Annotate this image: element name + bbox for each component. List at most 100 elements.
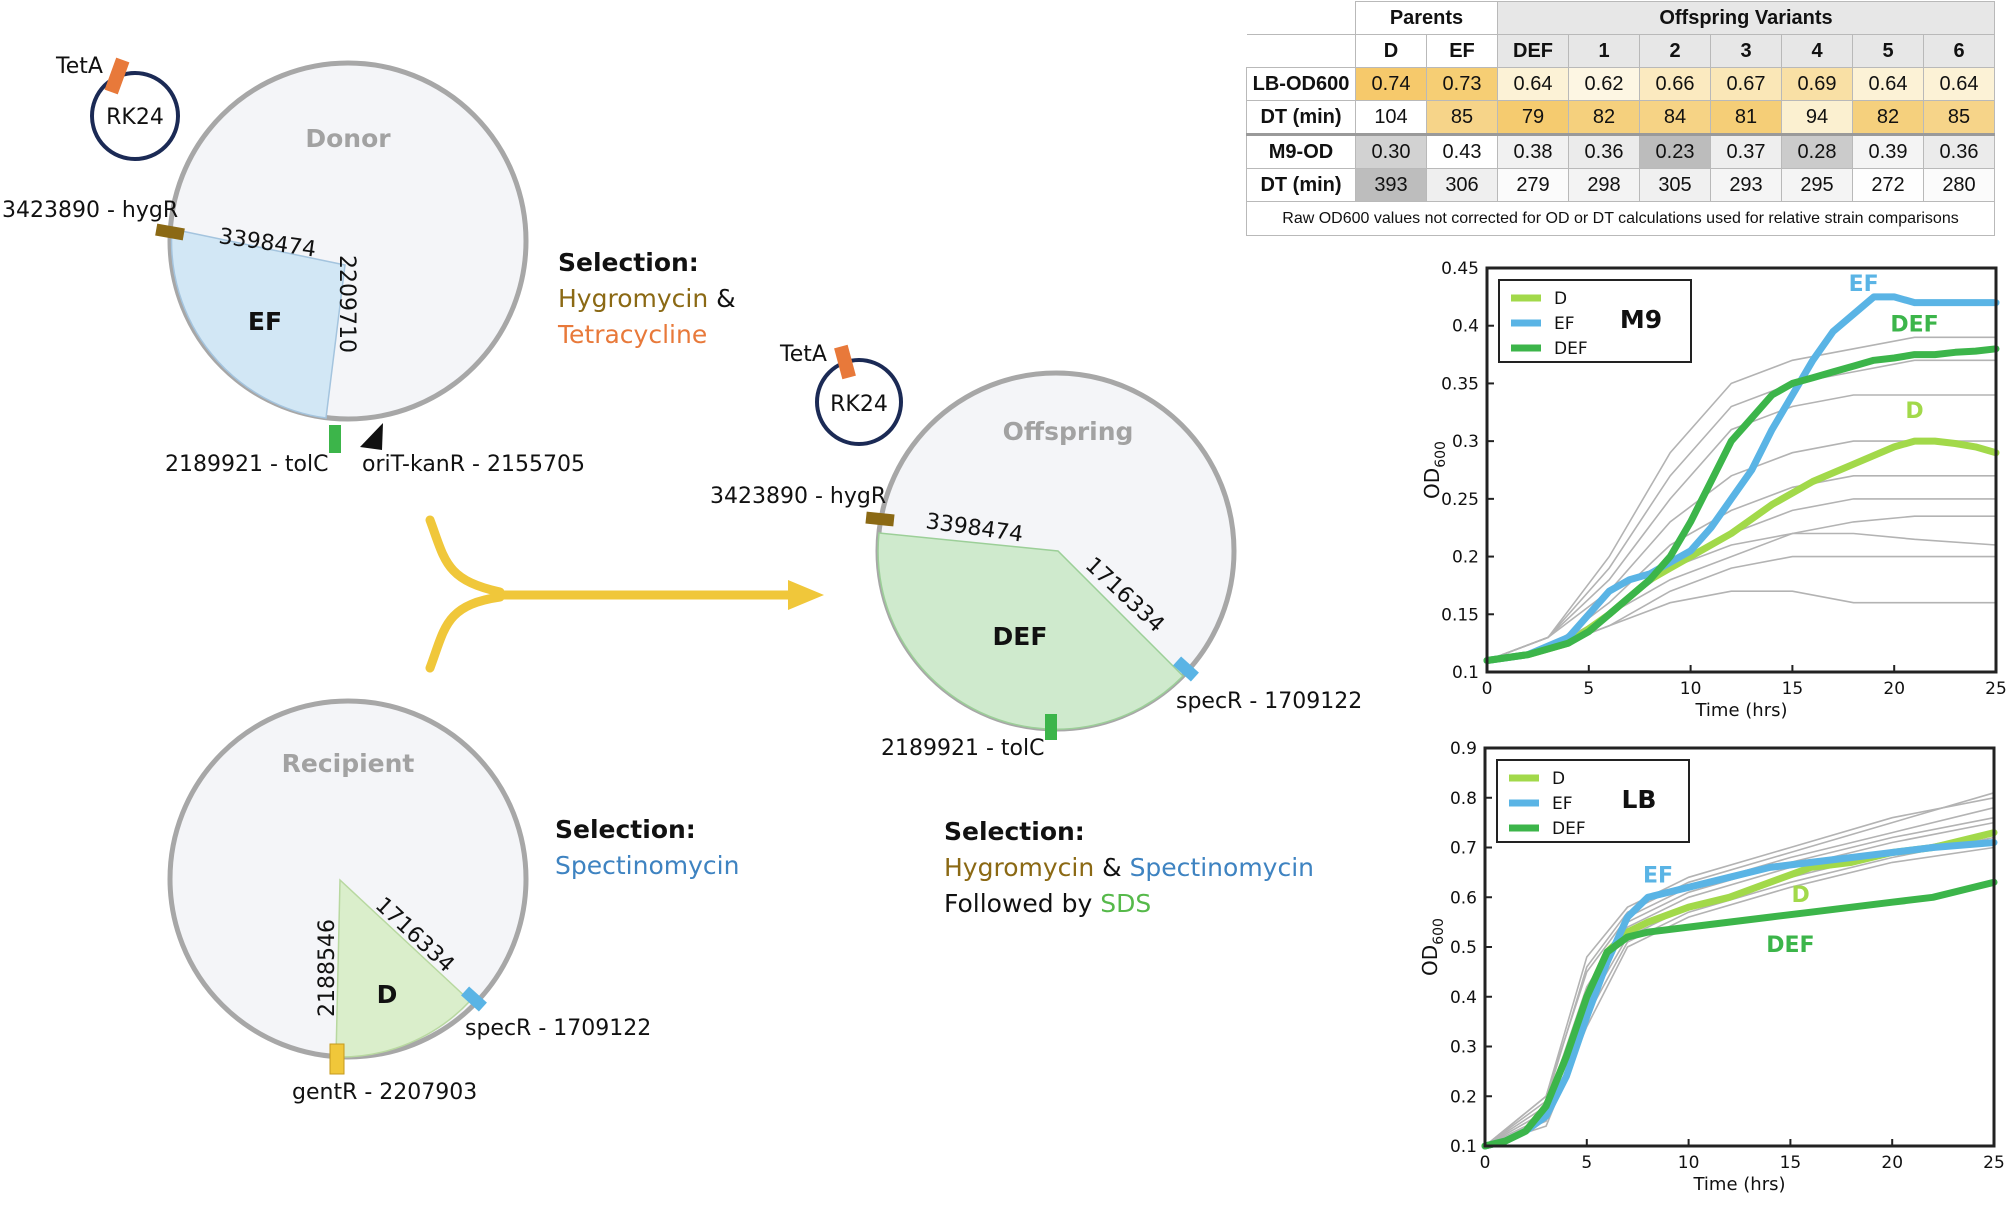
lb-legend-entry: EF xyxy=(1552,794,1573,814)
m9-series-line-d xyxy=(1483,437,2000,664)
table-col-header: 2 xyxy=(1639,34,1711,68)
offspring-tolc-marker xyxy=(1045,714,1057,740)
m9-y-tick-label: 0.2 xyxy=(1452,548,1479,568)
table-cell: 81 xyxy=(1710,100,1782,135)
table-cell: 0.64 xyxy=(1923,67,1995,101)
donor-hygr-label: 3423890 - hygR xyxy=(2,198,178,223)
m9-x-tick-label: 5 xyxy=(1583,679,1594,699)
table-col-header: 6 xyxy=(1923,34,1995,68)
table-cell: 0.28 xyxy=(1781,133,1853,169)
lb-y-tick-label: 0.2 xyxy=(1450,1087,1477,1107)
lb-legend-entry: D xyxy=(1552,769,1565,789)
lb-series-label-def: DEF xyxy=(1766,933,1814,958)
table-group-parents: Parents xyxy=(1355,1,1498,35)
lb-x-tick-label: 15 xyxy=(1780,1153,1802,1173)
offspring-teta-label: TetA xyxy=(779,342,827,367)
donor-selection-title: Selection: xyxy=(558,248,699,277)
m9-y-tick-label: 0.3 xyxy=(1452,432,1479,452)
m9-series-line-def xyxy=(1483,345,2000,664)
recipient-gentr-label: gentR - 2207903 xyxy=(292,1080,477,1105)
donor-plasmid-circle xyxy=(90,71,180,161)
lb-x-tick-label: 10 xyxy=(1678,1153,1700,1173)
donor-tolc-marker xyxy=(329,425,341,453)
table-cell: 104 xyxy=(1355,100,1427,135)
table-cell: 79 xyxy=(1497,100,1569,135)
donor-hygr-marker xyxy=(155,223,185,241)
offspring-tolc-label: 2189921 - tolC xyxy=(881,736,1044,761)
m9-x-tick-label: 20 xyxy=(1883,679,1905,699)
m9-legend-entry: D xyxy=(1554,289,1567,309)
offspring-title: Offspring xyxy=(1003,417,1134,446)
table-cell: 85 xyxy=(1923,100,1995,135)
table-cell: 298 xyxy=(1568,168,1640,202)
merge-arrow xyxy=(425,515,824,673)
recipient-coord-left: 2188546 xyxy=(315,919,340,1017)
table-row-label: M9-OD xyxy=(1246,133,1356,169)
table-cell: 0.43 xyxy=(1426,133,1498,169)
table-cell: 393 xyxy=(1355,168,1427,202)
offspring-specr-label: specR - 1709122 xyxy=(1176,689,1362,714)
m9-y-tick-label: 0.1 xyxy=(1452,663,1479,683)
m9-chart-title: M9 xyxy=(1620,305,1662,334)
offspring-selection-title: Selection: xyxy=(944,817,1085,846)
donor-plasmid-name: RK24 xyxy=(106,105,164,130)
table-cell: 0.36 xyxy=(1568,133,1640,169)
m9-y-tick-label: 0.4 xyxy=(1452,317,1479,337)
table-col-header: D xyxy=(1355,34,1427,68)
offspring-panel: Offspring DEF 3398474 1716334 3423890 - … xyxy=(710,342,1362,918)
lb-x-axis-label: Time (hrs) xyxy=(1692,1174,1785,1195)
recipient-region-label: D xyxy=(377,980,398,1009)
offspring-sel-hygromycin: Hygromycin xyxy=(944,853,1094,882)
table-row-label: LB-OD600 xyxy=(1246,67,1356,101)
donor-teta-marker xyxy=(104,57,130,95)
table-cell: 0.64 xyxy=(1852,67,1924,101)
table-cell: 94 xyxy=(1781,100,1853,135)
lb-y-tick-label: 0.4 xyxy=(1450,988,1477,1008)
donor-sel-hygromycin: Hygromycin xyxy=(558,284,708,313)
m9-replicate-line xyxy=(1486,336,1996,662)
m9-y-tick-label: 0.25 xyxy=(1441,490,1479,510)
table-cell: 82 xyxy=(1568,100,1640,135)
donor-title: Donor xyxy=(305,124,391,153)
table-cell: 305 xyxy=(1639,168,1711,202)
recipient-title: Recipient xyxy=(282,749,415,778)
lb-x-tick-label: 25 xyxy=(1983,1153,2005,1173)
table-cell: 0.73 xyxy=(1426,67,1498,101)
recipient-specr-label: specR - 1709122 xyxy=(465,1016,651,1041)
lb-y-tick-label: 0.6 xyxy=(1450,888,1477,908)
table-cell: 279 xyxy=(1497,168,1569,202)
lb-series-line-ef xyxy=(1481,839,1998,1150)
recipient-panel: Recipient D 2188546 1716334 specR - 1709… xyxy=(167,698,739,1105)
table-cell: 295 xyxy=(1781,168,1853,202)
donor-region-label: EF xyxy=(248,307,282,336)
table-row-label: DT (min) xyxy=(1246,168,1356,202)
lb-replicate-line xyxy=(1484,821,1995,1147)
lb-series-label-d: D xyxy=(1791,883,1809,908)
table-cell: 85 xyxy=(1426,100,1498,135)
m9-y-tick-label: 0.15 xyxy=(1441,605,1479,625)
lb-series-line-d xyxy=(1481,829,1998,1150)
donor-selection-line1: Hygromycin & xyxy=(558,284,736,313)
m9-y-axis-label: OD600 xyxy=(1420,441,1449,499)
table-cell: 84 xyxy=(1639,100,1711,135)
donor-teta-label: TetA xyxy=(55,54,103,79)
offspring-sel-sds: SDS xyxy=(1100,889,1151,918)
donor-sel-tetracycline: Tetracycline xyxy=(557,320,707,349)
offspring-hygr-label: 3423890 - hygR xyxy=(710,484,886,509)
offspring-sel-followed: Followed by xyxy=(944,889,1100,918)
table-col-header: 3 xyxy=(1710,34,1782,68)
m9-series-label-ef: EF xyxy=(1849,272,1879,297)
m9-x-axis-label: Time (hrs) xyxy=(1694,700,1787,721)
table-cell: 0.23 xyxy=(1639,133,1711,169)
table-cell: 0.69 xyxy=(1781,67,1853,101)
table-cell: 306 xyxy=(1426,168,1498,202)
table-note: Raw OD600 values not corrected for OD or… xyxy=(1246,201,1995,236)
lb-x-tick-label: 0 xyxy=(1480,1153,1491,1173)
